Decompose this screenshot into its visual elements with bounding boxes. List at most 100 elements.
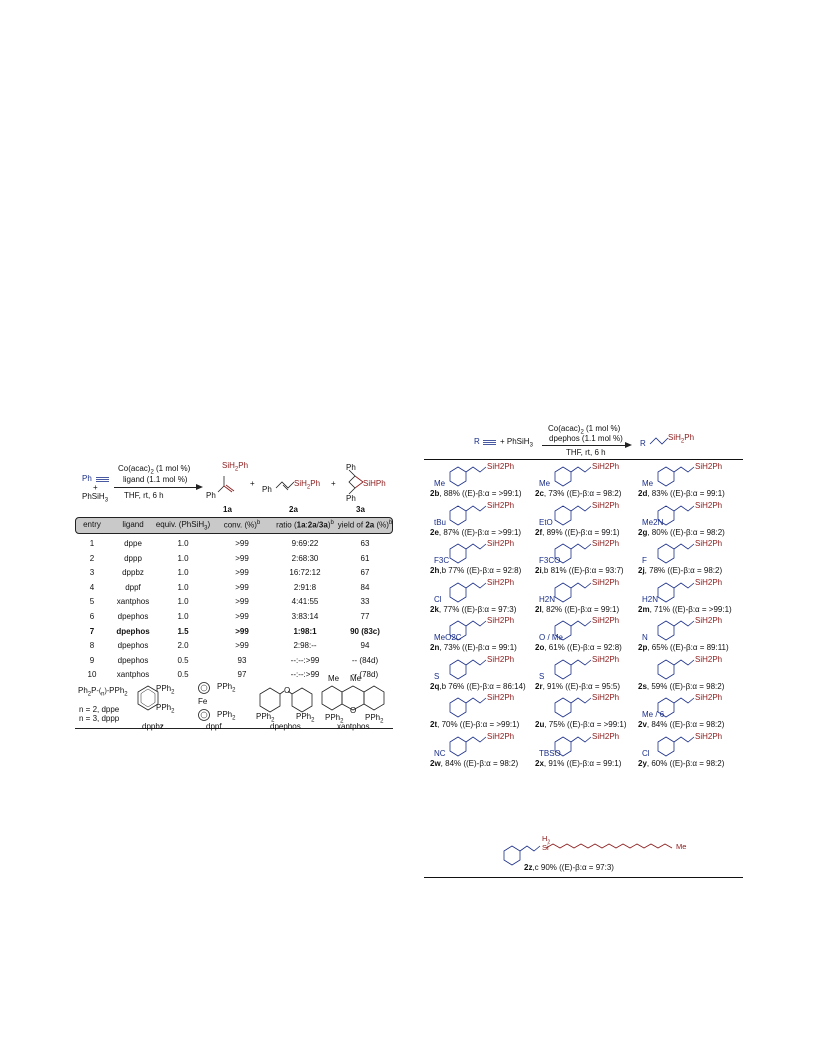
silyl-group-label: SiH2Ph [487, 693, 515, 702]
product-3a-silyl: SiHPh [363, 479, 386, 488]
table-cell: 2:68:30 [291, 553, 319, 563]
product-2a-silyl: SiH2Ph [294, 479, 321, 491]
silyl-group-label: SiH2Ph [592, 500, 620, 510]
compound-yield: , 73% ((E)-β:α = 99:1) [439, 643, 517, 652]
silyl-group-label: SiH2Ph [695, 654, 723, 664]
product-3a-structure [348, 469, 364, 495]
compound-id: 2u [535, 720, 545, 729]
compound-id: 2f [535, 527, 543, 537]
silyl-group-label: SiH2Ph [592, 616, 620, 625]
compound-yield: , 88% ((E)-β:α = >99:1) [439, 489, 522, 498]
substituent-label: NC [434, 748, 446, 758]
right-condition-catalyst: Co(acac)2 (1 mol %) [548, 424, 621, 436]
substrate-caption: 2v, 84% ((E)-β:α = 98:2) [638, 720, 724, 729]
substituent-label: Me / 6 [642, 710, 665, 719]
compound-id: 2o [535, 643, 545, 652]
substrate-caption: 2d, 83% ((E)-β:α = 99:1) [638, 489, 725, 498]
substrate-caption: 2i,b 81% ((E)-β:α = 93:7) [535, 566, 624, 575]
right-condition-solvent: THF, rt, 6 h [566, 448, 606, 457]
silyl-group-label: SiH2Ph [487, 462, 515, 471]
table-cell: 16:72:12 [289, 568, 321, 578]
compound-id: 2l [535, 604, 542, 614]
table-cell: 10 [87, 670, 97, 680]
substrate-structure-2r [554, 659, 592, 679]
header-entry: entry [83, 520, 101, 529]
table-cell: 2.0 [177, 641, 189, 651]
xantphos-name: xantphos [337, 722, 370, 731]
substrate-caption: 2b, 88% ((E)-β:α = >99:1) [430, 489, 522, 498]
substrate-structure-2p [657, 620, 695, 641]
compound-yield: , 65% ((E)-β:α = 89:11) [647, 643, 729, 652]
right-product-silyl: SiH2Ph [668, 433, 695, 445]
substrate-caption: 2y, 60% ((E)-β:α = 98:2) [638, 759, 724, 768]
label-3a: 3a [356, 505, 365, 514]
right-reaction-arrow [542, 445, 628, 446]
substrate-entry-2s: SiH2Ph 2s, 59% ((E)-β:α = 98:2) [638, 655, 742, 693]
right-condition-ligand: dpephos (1.1 mol %) [549, 434, 623, 443]
table-cell: 97 [237, 670, 247, 680]
compound-yield: ,b 81% ((E)-β:α = 93:7) [541, 566, 624, 575]
substrate-caption: 2s, 59% ((E)-β:α = 98:2) [638, 682, 724, 691]
table-cell: --:--:>99 [290, 655, 320, 665]
table-cell: >99 [235, 553, 249, 563]
xantphos-me-right: Me [350, 674, 362, 683]
compound-yield: , 91% ((E)-β:α = 95:5) [542, 681, 621, 691]
table-cell: 1.5 [177, 626, 189, 636]
table-cell: 9 [89, 655, 95, 665]
table-cell: 0.5 [177, 670, 189, 680]
table-cell: dpephos [117, 641, 149, 651]
compound-yield: , 83% ((E)-β:α = 99:1) [647, 489, 725, 498]
table-cell: 4 [89, 582, 95, 592]
dpephos-pph2-left: PPh2 [256, 712, 275, 724]
reactant-phenylsilane: PhSiH3 [82, 492, 109, 504]
substrate-structure-2j [657, 543, 695, 564]
xantphos-pph2-right: PPh2 [365, 713, 384, 725]
substituent-label: H2N [539, 594, 556, 604]
substrate-caption: 2e, 87% ((E)-β:α = >99:1) [430, 528, 521, 537]
table-cell: 2:98:-- [293, 641, 317, 651]
substrate-entry-2t: SiH2Ph 2t, 70% ((E)-β:α = >99:1) [430, 693, 534, 731]
compound-yield: ,b 77% ((E)-β:α = 92:8) [439, 566, 522, 575]
substituent-label: S [434, 671, 440, 681]
ligand-n3: n = 3, dppp [79, 714, 120, 723]
compound-yield: , 89% ((E)-β:α = 99:1) [542, 527, 620, 537]
substrate-structure-2x [554, 736, 592, 756]
silyl-group-label: SiH2Ph [487, 731, 515, 741]
substrate-caption: 2t, 70% ((E)-β:α = >99:1) [430, 720, 519, 729]
compound-id: 2i [535, 566, 542, 575]
compound-id: 2y [638, 758, 647, 768]
substrate-structure-2s [657, 659, 695, 679]
silyl-group-label: SiH2Ph [695, 539, 723, 548]
compound-id: 2r [535, 681, 543, 691]
dpephos-pph2-right: PPh2 [296, 712, 315, 724]
substrate-structure-2v [657, 697, 695, 718]
ligand-dppf-structure [198, 682, 210, 721]
product-1a-silyl: SiH2Ph [222, 461, 249, 473]
substituent-label: Cl [434, 594, 442, 604]
table-header-bar [75, 517, 393, 534]
entry-2z-structure [503, 843, 673, 866]
substrate-caption: 2p, 65% ((E)-β:α = 89:11) [638, 643, 729, 652]
compound-id: 2s [638, 681, 647, 691]
silyl-group-label: SiH2Ph [695, 731, 723, 741]
table-cell: >99 [235, 568, 249, 578]
right-bottom-rule [424, 877, 743, 878]
compound-yield: , 60% ((E)-β:α = 98:2) [646, 758, 725, 768]
table-cell: dppbz [122, 568, 144, 578]
silyl-group-label: SiH2Ph [592, 539, 620, 548]
table-cell: 1:98:1 [293, 626, 317, 636]
header-ligand: ligand [122, 520, 144, 529]
header-conv: conv. (%)b [223, 520, 261, 530]
label-1a: 1a [223, 505, 232, 514]
right-plus-phenylsilane: + PhSiH3 [500, 437, 533, 449]
